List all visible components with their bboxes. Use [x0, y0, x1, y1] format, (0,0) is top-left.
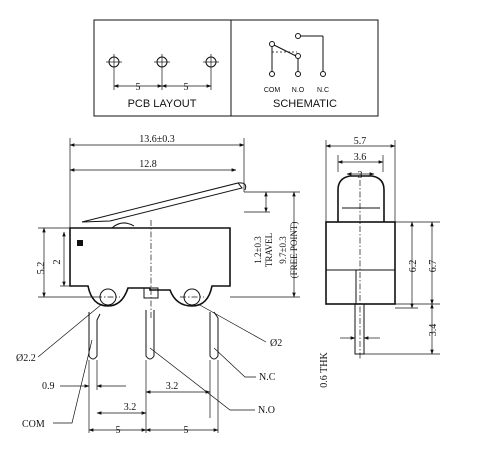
pcb-layout-panel: 5 5 PCB LAYOUT	[93, 19, 232, 117]
side-pin	[354, 303, 365, 355]
schematic-switch-blade	[273, 44, 297, 57]
free-point-value: 9.7±0.3	[278, 236, 288, 264]
travel-label: TRAVEL	[264, 233, 274, 267]
schematic-com-node	[269, 41, 275, 47]
overall-width-label: 13.6±0.3	[139, 134, 175, 145]
actuator-width-label: 3.6	[354, 152, 367, 163]
com-leader	[53, 339, 93, 424]
schematic-panel: COM N.O N.C SCHEMATIC	[230, 19, 379, 117]
com-label: COM	[22, 419, 45, 430]
schematic-no-label: N.O	[292, 87, 305, 94]
schematic-com-terminal	[269, 71, 275, 77]
side-body	[325, 221, 396, 305]
travel-value: 1.2±0.3	[253, 236, 263, 264]
pin-com	[88, 312, 101, 360]
schematic-nc-terminal	[320, 71, 326, 77]
schematic-frame	[230, 19, 379, 117]
height-b-label: 6.7	[428, 260, 439, 273]
thickness-label: 0.6 THK	[319, 352, 330, 388]
hole-left-leader	[37, 303, 103, 358]
hole-right-leader	[197, 303, 267, 343]
side-actuator	[337, 175, 385, 222]
pcb-hole-com	[106, 54, 122, 70]
nc-label: N.C	[259, 372, 276, 383]
body-height-label: 5.2	[36, 262, 47, 275]
pin-offset-label: 0.9	[42, 381, 55, 392]
no-label: N.O	[258, 405, 275, 416]
front-view: 13.6±0.3 12.8	[16, 134, 300, 436]
pcb-pitch-left-label: 5	[136, 82, 141, 93]
side-width-label: 5.7	[354, 136, 367, 147]
body-width-label: 12.8	[139, 159, 157, 170]
schematic-com-label: COM	[264, 87, 281, 94]
actuator-lever	[81, 182, 247, 229]
polarity-mark	[77, 240, 83, 246]
schematic-nc-label: N.C	[317, 87, 329, 94]
hole-left-label: Ø2.2	[16, 353, 36, 364]
no-leader	[149, 347, 255, 411]
schematic-no-terminal	[295, 71, 301, 77]
pin-length-label: 3.4	[428, 324, 439, 337]
pin-no	[145, 310, 155, 360]
pitch-right-label: 5	[184, 425, 189, 436]
pin-spacing-right-label: 3.2	[166, 381, 179, 392]
pcb-hole-nc	[203, 54, 219, 70]
height-a-label: 6.2	[408, 260, 419, 273]
offset-label: 2	[52, 260, 63, 265]
schematic-title: SCHEMATIC	[273, 98, 337, 110]
pin-nc	[209, 311, 219, 360]
pin-spacing-left-label: 3.2	[124, 402, 137, 413]
side-view: 5.7 3.6 3 6.2 6.7 3.4 0.6 THK	[319, 136, 440, 388]
switch-body	[69, 220, 231, 318]
pcb-hole-no	[154, 54, 170, 70]
hole-right-label: Ø2	[270, 338, 282, 349]
free-point-label: (FREE POINT)	[289, 222, 299, 279]
pcb-layout-title: PCB LAYOUT	[128, 98, 197, 110]
pitch-left-label: 5	[116, 425, 121, 436]
pcb-pitch-right-label: 5	[184, 82, 189, 93]
nc-leader	[213, 347, 256, 378]
